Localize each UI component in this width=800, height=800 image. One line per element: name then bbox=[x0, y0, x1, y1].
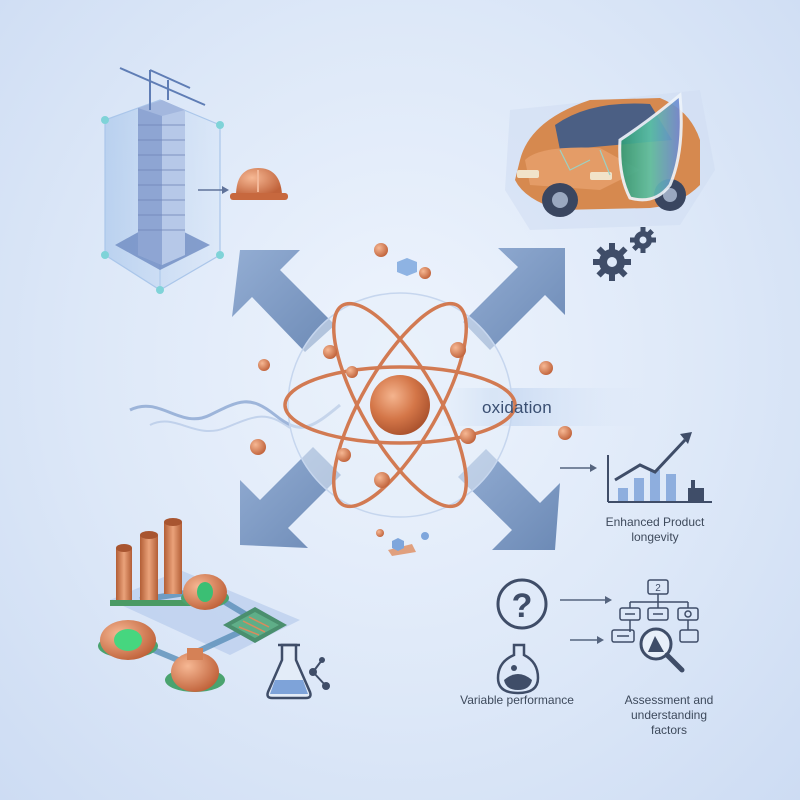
arrow-up-right bbox=[463, 248, 565, 350]
flowchart-top-node: 2 bbox=[655, 583, 661, 594]
enhanced-longevity-text: Enhanced Product longevity bbox=[605, 515, 705, 544]
question-mark: ? bbox=[512, 587, 533, 625]
valve-bottom bbox=[165, 648, 225, 692]
building-icon bbox=[101, 67, 229, 294]
assessment-label: Assessment and understanding factors bbox=[585, 693, 753, 738]
flowchart-icon: 2 bbox=[570, 579, 699, 643]
industrial-plant-icon bbox=[98, 518, 300, 692]
atom-icon bbox=[283, 292, 517, 518]
variable-performance-label: Variable performance bbox=[452, 693, 582, 708]
valve-left bbox=[98, 620, 158, 660]
valve-top bbox=[181, 574, 229, 610]
test-flask-icon bbox=[496, 643, 540, 695]
oxidation-label: oxidation bbox=[482, 398, 552, 417]
assessment-text: Assessment and understanding factors bbox=[624, 693, 714, 737]
variable-performance-text: Variable performance bbox=[460, 693, 574, 707]
enhanced-longevity-label: Enhanced Product longevity bbox=[596, 515, 714, 545]
crane bbox=[119, 67, 206, 110]
gears-icon bbox=[593, 227, 656, 281]
growth-chart-icon bbox=[560, 432, 712, 503]
shield-icon bbox=[618, 92, 683, 202]
flask-molecule-icon bbox=[266, 643, 330, 700]
circuit-board bbox=[223, 607, 287, 643]
nucleus bbox=[370, 375, 430, 435]
hard-hat-icon bbox=[230, 168, 288, 200]
magnifier-icon bbox=[639, 627, 685, 673]
arrow-up-left bbox=[232, 250, 335, 352]
car-icon bbox=[505, 90, 715, 230]
particles bbox=[250, 243, 572, 556]
question-icon: ? bbox=[496, 578, 612, 630]
